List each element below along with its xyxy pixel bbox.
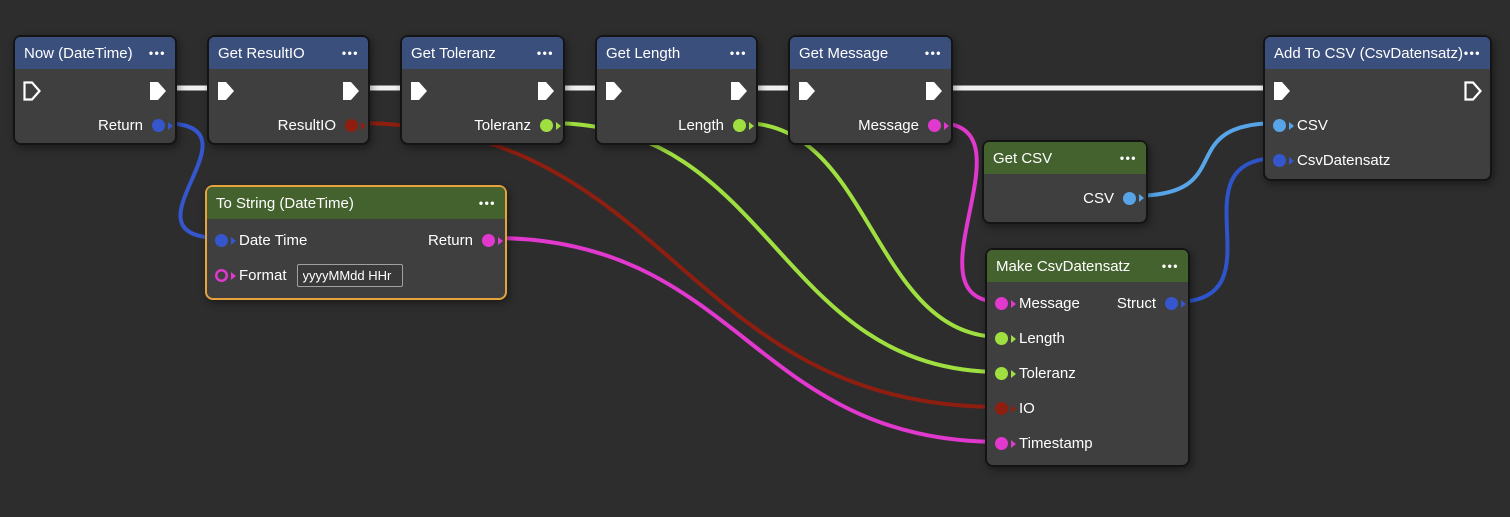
node-menu-icon[interactable]: ••• <box>729 46 747 60</box>
pin-return-output[interactable] <box>482 234 503 247</box>
node-add-to-csv[interactable]: Add To CSV (CsvDatensatz) ••• CSV <box>1263 35 1492 181</box>
node-menu-icon[interactable]: ••• <box>536 46 554 60</box>
exec-output-pin[interactable] <box>537 81 555 101</box>
exec-output-pin[interactable] <box>925 81 943 101</box>
pin-label-toleranz: Toleranz <box>1019 365 1076 382</box>
pin-label-timestamp: Timestamp <box>1019 435 1093 452</box>
exec-output-pin[interactable] <box>149 81 167 101</box>
pin-io-input[interactable] <box>995 402 1016 415</box>
node-menu-icon[interactable]: ••• <box>1161 259 1179 273</box>
node-menu-icon[interactable]: ••• <box>924 46 942 60</box>
node-title: Get CSV <box>993 149 1053 167</box>
wire-data-tostring-return-to-make-timestamp[interactable] <box>490 236 1003 444</box>
node-menu-icon[interactable]: ••• <box>341 46 359 60</box>
node-title: Get ResultIO <box>218 44 305 62</box>
pin-label-format: Format <box>239 267 287 284</box>
node-get-resultio[interactable]: Get ResultIO ••• ResultIO <box>207 35 370 145</box>
pin-csv-output[interactable] <box>1123 191 1144 205</box>
wire-data-message-to-make-message[interactable] <box>936 121 1003 304</box>
pin-message-output[interactable] <box>928 119 949 132</box>
pin-label-csvdatensatz: CsvDatensatz <box>1297 152 1391 169</box>
wire-data-make-struct-to-addtocsv-csvdatensatz[interactable] <box>1173 156 1281 304</box>
node-header[interactable]: Get CSV ••• <box>984 142 1146 174</box>
pin-label-message: Message <box>858 117 919 134</box>
pin-return-output[interactable] <box>152 119 173 132</box>
pin-label-return: Return <box>427 232 473 249</box>
node-get-csv[interactable]: Get CSV ••• CSV <box>982 140 1148 224</box>
pin-csvdatensatz-input[interactable] <box>1273 154 1294 167</box>
node-title: Make CsvDatensatz <box>996 257 1131 275</box>
pin-struct-output[interactable] <box>1165 297 1186 310</box>
node-header[interactable]: Add To CSV (CsvDatensatz) ••• <box>1265 37 1490 69</box>
node-menu-icon[interactable]: ••• <box>148 46 166 60</box>
node-menu-icon[interactable]: ••• <box>478 196 496 210</box>
pin-toleranz-output[interactable] <box>540 119 561 132</box>
exec-input-pin[interactable] <box>605 81 623 101</box>
node-header[interactable]: Get Message ••• <box>790 37 951 69</box>
pin-resultio-output[interactable] <box>345 119 366 132</box>
node-header[interactable]: Get ResultIO ••• <box>209 37 368 69</box>
node-title: Get Toleranz <box>411 44 496 62</box>
pin-label-csv: CSV <box>1297 117 1328 134</box>
wire-data-length-to-make-length[interactable] <box>741 121 1003 339</box>
pin-format-input[interactable] <box>215 269 236 282</box>
node-menu-icon[interactable]: ••• <box>1463 46 1481 60</box>
pin-label-message: Message <box>1019 295 1080 312</box>
exec-input-pin[interactable] <box>23 80 41 101</box>
pin-message-input[interactable] <box>995 297 1016 310</box>
exec-input-pin[interactable] <box>410 81 428 101</box>
pin-label-struct: Struct <box>1116 295 1156 312</box>
node-title: Now (DateTime) <box>24 44 133 62</box>
pin-label-io: IO <box>1019 400 1035 417</box>
pin-toleranz-input[interactable] <box>995 367 1016 380</box>
exec-output-pin[interactable] <box>342 81 360 101</box>
node-get-length[interactable]: Get Length ••• Length <box>595 35 758 145</box>
pin-label-resultio: ResultIO <box>277 117 336 134</box>
pin-label-length: Length <box>678 117 724 134</box>
pin-label-datetime: Date Time <box>239 232 308 249</box>
pin-label-csv: CSV <box>1083 189 1114 207</box>
pin-timestamp-input[interactable] <box>995 437 1016 450</box>
node-menu-icon[interactable]: ••• <box>1119 151 1137 165</box>
exec-output-pin[interactable] <box>1464 80 1482 101</box>
pin-length-output[interactable] <box>733 119 754 132</box>
wire-data-now-return-to-tostring-datetime[interactable] <box>160 121 223 240</box>
exec-input-pin[interactable] <box>798 81 816 101</box>
node-to-string-datetime[interactable]: To String (DateTime) ••• Date Time Retur… <box>205 185 507 300</box>
node-now-datetime[interactable]: Now (DateTime) ••• Return <box>13 35 177 145</box>
node-header[interactable]: Now (DateTime) ••• <box>15 37 175 69</box>
node-title: To String (DateTime) <box>216 194 354 212</box>
wire-data-getcsv-csv-to-addtocsv-csv[interactable] <box>1131 121 1281 198</box>
node-get-message[interactable]: Get Message ••• Message <box>788 35 953 145</box>
node-title: Get Message <box>799 44 889 62</box>
pin-label-length: Length <box>1019 330 1065 347</box>
node-title: Add To CSV (CsvDatensatz) <box>1274 44 1463 62</box>
pin-csv-input[interactable] <box>1273 119 1294 132</box>
exec-input-pin[interactable] <box>1273 81 1291 101</box>
node-make-csvdatensatz[interactable]: Make CsvDatensatz ••• Message Struct Len… <box>985 248 1190 467</box>
pin-label-toleranz: Toleranz <box>474 117 531 134</box>
node-header[interactable]: To String (DateTime) ••• <box>207 187 505 219</box>
exec-output-pin[interactable] <box>730 81 748 101</box>
node-header[interactable]: Get Length ••• <box>597 37 756 69</box>
format-input[interactable] <box>296 264 403 287</box>
pin-length-input[interactable] <box>995 332 1016 345</box>
node-title: Get Length <box>606 44 681 62</box>
exec-input-pin[interactable] <box>217 81 235 101</box>
pin-label-return: Return <box>97 117 143 134</box>
wire-data-toleranz-to-make-toleranz[interactable] <box>548 121 1003 374</box>
node-header[interactable]: Get Toleranz ••• <box>402 37 563 69</box>
node-header[interactable]: Make CsvDatensatz ••• <box>987 250 1188 282</box>
node-get-toleranz[interactable]: Get Toleranz ••• Toleranz <box>400 35 565 145</box>
pin-datetime-input[interactable] <box>215 234 236 247</box>
